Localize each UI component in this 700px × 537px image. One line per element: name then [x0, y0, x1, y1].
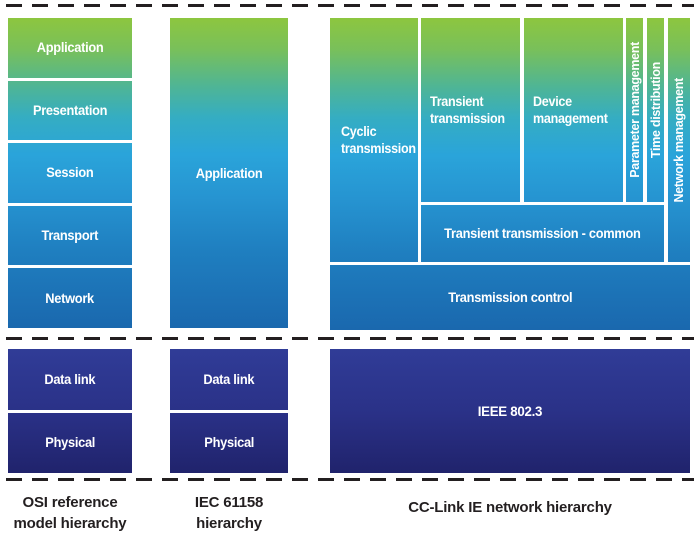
osi-lower-stack: Data link Physical — [8, 349, 132, 473]
block-label: Network management — [672, 77, 686, 203]
layer-physical: Physical — [8, 413, 132, 474]
layer-label: Transport — [41, 228, 99, 244]
layer-data-link: Data link — [170, 349, 288, 410]
layer-label: Data link — [44, 371, 96, 387]
layer-divider — [8, 409, 132, 413]
network-management-block: Network management — [668, 18, 690, 262]
block-label: Transient transmission — [430, 94, 505, 126]
layer-application: Application — [8, 18, 132, 78]
layer-transport: Transport — [8, 206, 132, 266]
osi-upper-stack: Application Presentation Session Transpo… — [8, 18, 132, 328]
transient-transmission-block: Transient transmission — [421, 18, 520, 202]
block-divider — [418, 18, 421, 262]
layer-label: Session — [46, 165, 94, 181]
layer-divider — [8, 265, 132, 269]
block-label: Time distribution — [648, 61, 663, 159]
block-label: Transient transmission - common — [444, 226, 641, 241]
layer-label: Network — [45, 290, 95, 306]
transmission-control-block: Transmission control — [330, 265, 690, 330]
ieee-8023-block: IEEE 802.3 — [330, 349, 690, 473]
block-divider — [643, 18, 647, 202]
iec-caption: IEC 61158 hierarchy — [164, 492, 294, 534]
caption-line: hierarchy — [196, 515, 262, 532]
block-label: Transmission control — [447, 290, 573, 305]
cclink-caption: CC-Link IE network hierarchy — [330, 497, 690, 518]
layer-divider — [170, 409, 288, 413]
block-divider — [520, 18, 524, 202]
caption-line: CC-Link IE network hierarchy — [408, 499, 612, 516]
layer-divider — [8, 140, 132, 144]
iec-lower-stack: Data link Physical — [170, 349, 288, 473]
osi-caption: OSI reference model hierarchy — [0, 492, 140, 534]
transient-common-block: Transient transmission - common — [421, 205, 664, 262]
block-label: Parameter management — [627, 42, 642, 178]
layer-divider — [8, 202, 132, 206]
device-management-block: Device management — [524, 18, 623, 202]
block-label: Device management — [533, 94, 608, 126]
layer-physical: Physical — [170, 413, 288, 474]
cyclic-transmission-block: Cyclic transmission — [330, 18, 418, 262]
layer-presentation: Presentation — [8, 81, 132, 141]
layer-label: Presentation — [32, 102, 108, 118]
caption-line: model hierarchy — [13, 515, 127, 532]
layer-divider — [8, 77, 132, 81]
block-divider — [623, 18, 626, 202]
top-dashed-border — [6, 4, 694, 7]
block-label: Cyclic transmission — [341, 124, 416, 156]
layer-label: Physical — [204, 435, 254, 451]
block-divider — [330, 262, 690, 265]
time-distribution-block: Time distribution — [647, 18, 664, 202]
caption-line: IEC 61158 — [194, 494, 264, 511]
caption-line: OSI reference — [22, 494, 118, 511]
layer-label: Application — [195, 165, 263, 181]
block-divider — [421, 202, 664, 205]
layer-network: Network — [8, 268, 132, 328]
iec-application-block: Application — [170, 18, 288, 328]
block-divider — [664, 18, 668, 262]
layer-data-link: Data link — [8, 349, 132, 410]
layer-label: Physical — [45, 435, 95, 451]
cclink-upper-panel: Cyclic transmission Transient transmissi… — [330, 18, 690, 330]
layer-label: Data link — [203, 371, 255, 387]
middle-dashed-divider — [6, 337, 694, 340]
bottom-dashed-border — [6, 478, 694, 481]
layer-session: Session — [8, 143, 132, 203]
layer-label: Application — [36, 40, 104, 56]
parameter-management-block: Parameter management — [626, 18, 643, 202]
block-label: IEEE 802.3 — [477, 402, 543, 419]
